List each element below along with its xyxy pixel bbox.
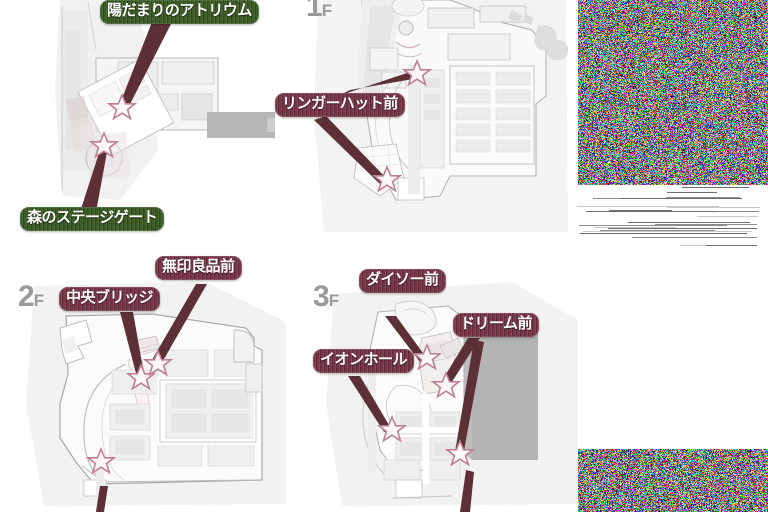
corrupted-text-line [697, 216, 758, 217]
floor-tag-1f: 1F [306, 0, 332, 23]
corrupted-text-line [579, 225, 727, 226]
corrupted-text-line [628, 222, 750, 223]
floor-tag-2f-suffix: F [33, 291, 44, 310]
corrupted-text-line [600, 230, 715, 231]
corrupted-text-line [586, 211, 718, 212]
corrupted-text-line [580, 233, 747, 234]
corrupted-text-line [609, 210, 672, 211]
corrupted-text-line [620, 198, 742, 199]
floor-panel-1f-west [0, 0, 290, 242]
callout-aeon-hall[interactable]: イオンホール [313, 349, 415, 373]
corrupted-text-lines [576, 186, 768, 248]
floor-tag-2f: 2F [18, 280, 44, 313]
corrupted-text-line [666, 197, 740, 198]
map-art-1f-west [0, 0, 290, 242]
corrupted-text-line [593, 198, 646, 199]
noise-block-bottom-right [578, 449, 768, 512]
corrupted-text-line [608, 228, 757, 229]
corrupted-text-line [682, 187, 749, 188]
callout-muji-mae[interactable]: 無印良品前 [155, 256, 242, 280]
map-art-2f [0, 254, 296, 512]
corrupted-text-line [577, 206, 719, 207]
corrupted-text-line [583, 231, 752, 232]
corrupted-text-line [704, 245, 757, 246]
callout-dream-mae[interactable]: ドリーム前 [453, 313, 540, 337]
map-art-3f [300, 254, 590, 512]
floor-tag-1f-number: 1 [306, 0, 323, 23]
callout-chuo-bridge[interactable]: 中央ブリッジ [59, 287, 161, 311]
callout-hidamari-atrium[interactable]: 陽だまりのアトリウム [100, 0, 259, 24]
corrupted-text-line [667, 207, 760, 208]
floor-tag-3f-suffix: F [328, 291, 339, 310]
callout-daiso-mae[interactable]: ダイソー前 [359, 269, 446, 293]
corrupted-text-line [667, 192, 717, 193]
noise-block-top-right [578, 0, 768, 185]
floor-tag-3f: 3F [313, 280, 339, 313]
corrupted-text-line [594, 227, 676, 228]
callout-mori-stage-gate[interactable]: 森のステージゲート [20, 207, 165, 231]
floor-tag-2f-number: 2 [18, 280, 35, 313]
floor-tag-3f-number: 3 [313, 280, 330, 313]
floor-tag-1f-suffix: F [321, 1, 332, 20]
corrupted-text-line [680, 245, 706, 246]
map-art-1f-east [300, 0, 578, 242]
corrupted-text-line [632, 237, 757, 238]
floor-panel-1f-east [300, 0, 578, 242]
corrupted-text-line [655, 224, 757, 225]
floor-panel-3f [300, 254, 590, 512]
callout-ringerhut-mae[interactable]: リンガーハット前 [275, 93, 405, 117]
floor-panel-2f [0, 254, 296, 512]
